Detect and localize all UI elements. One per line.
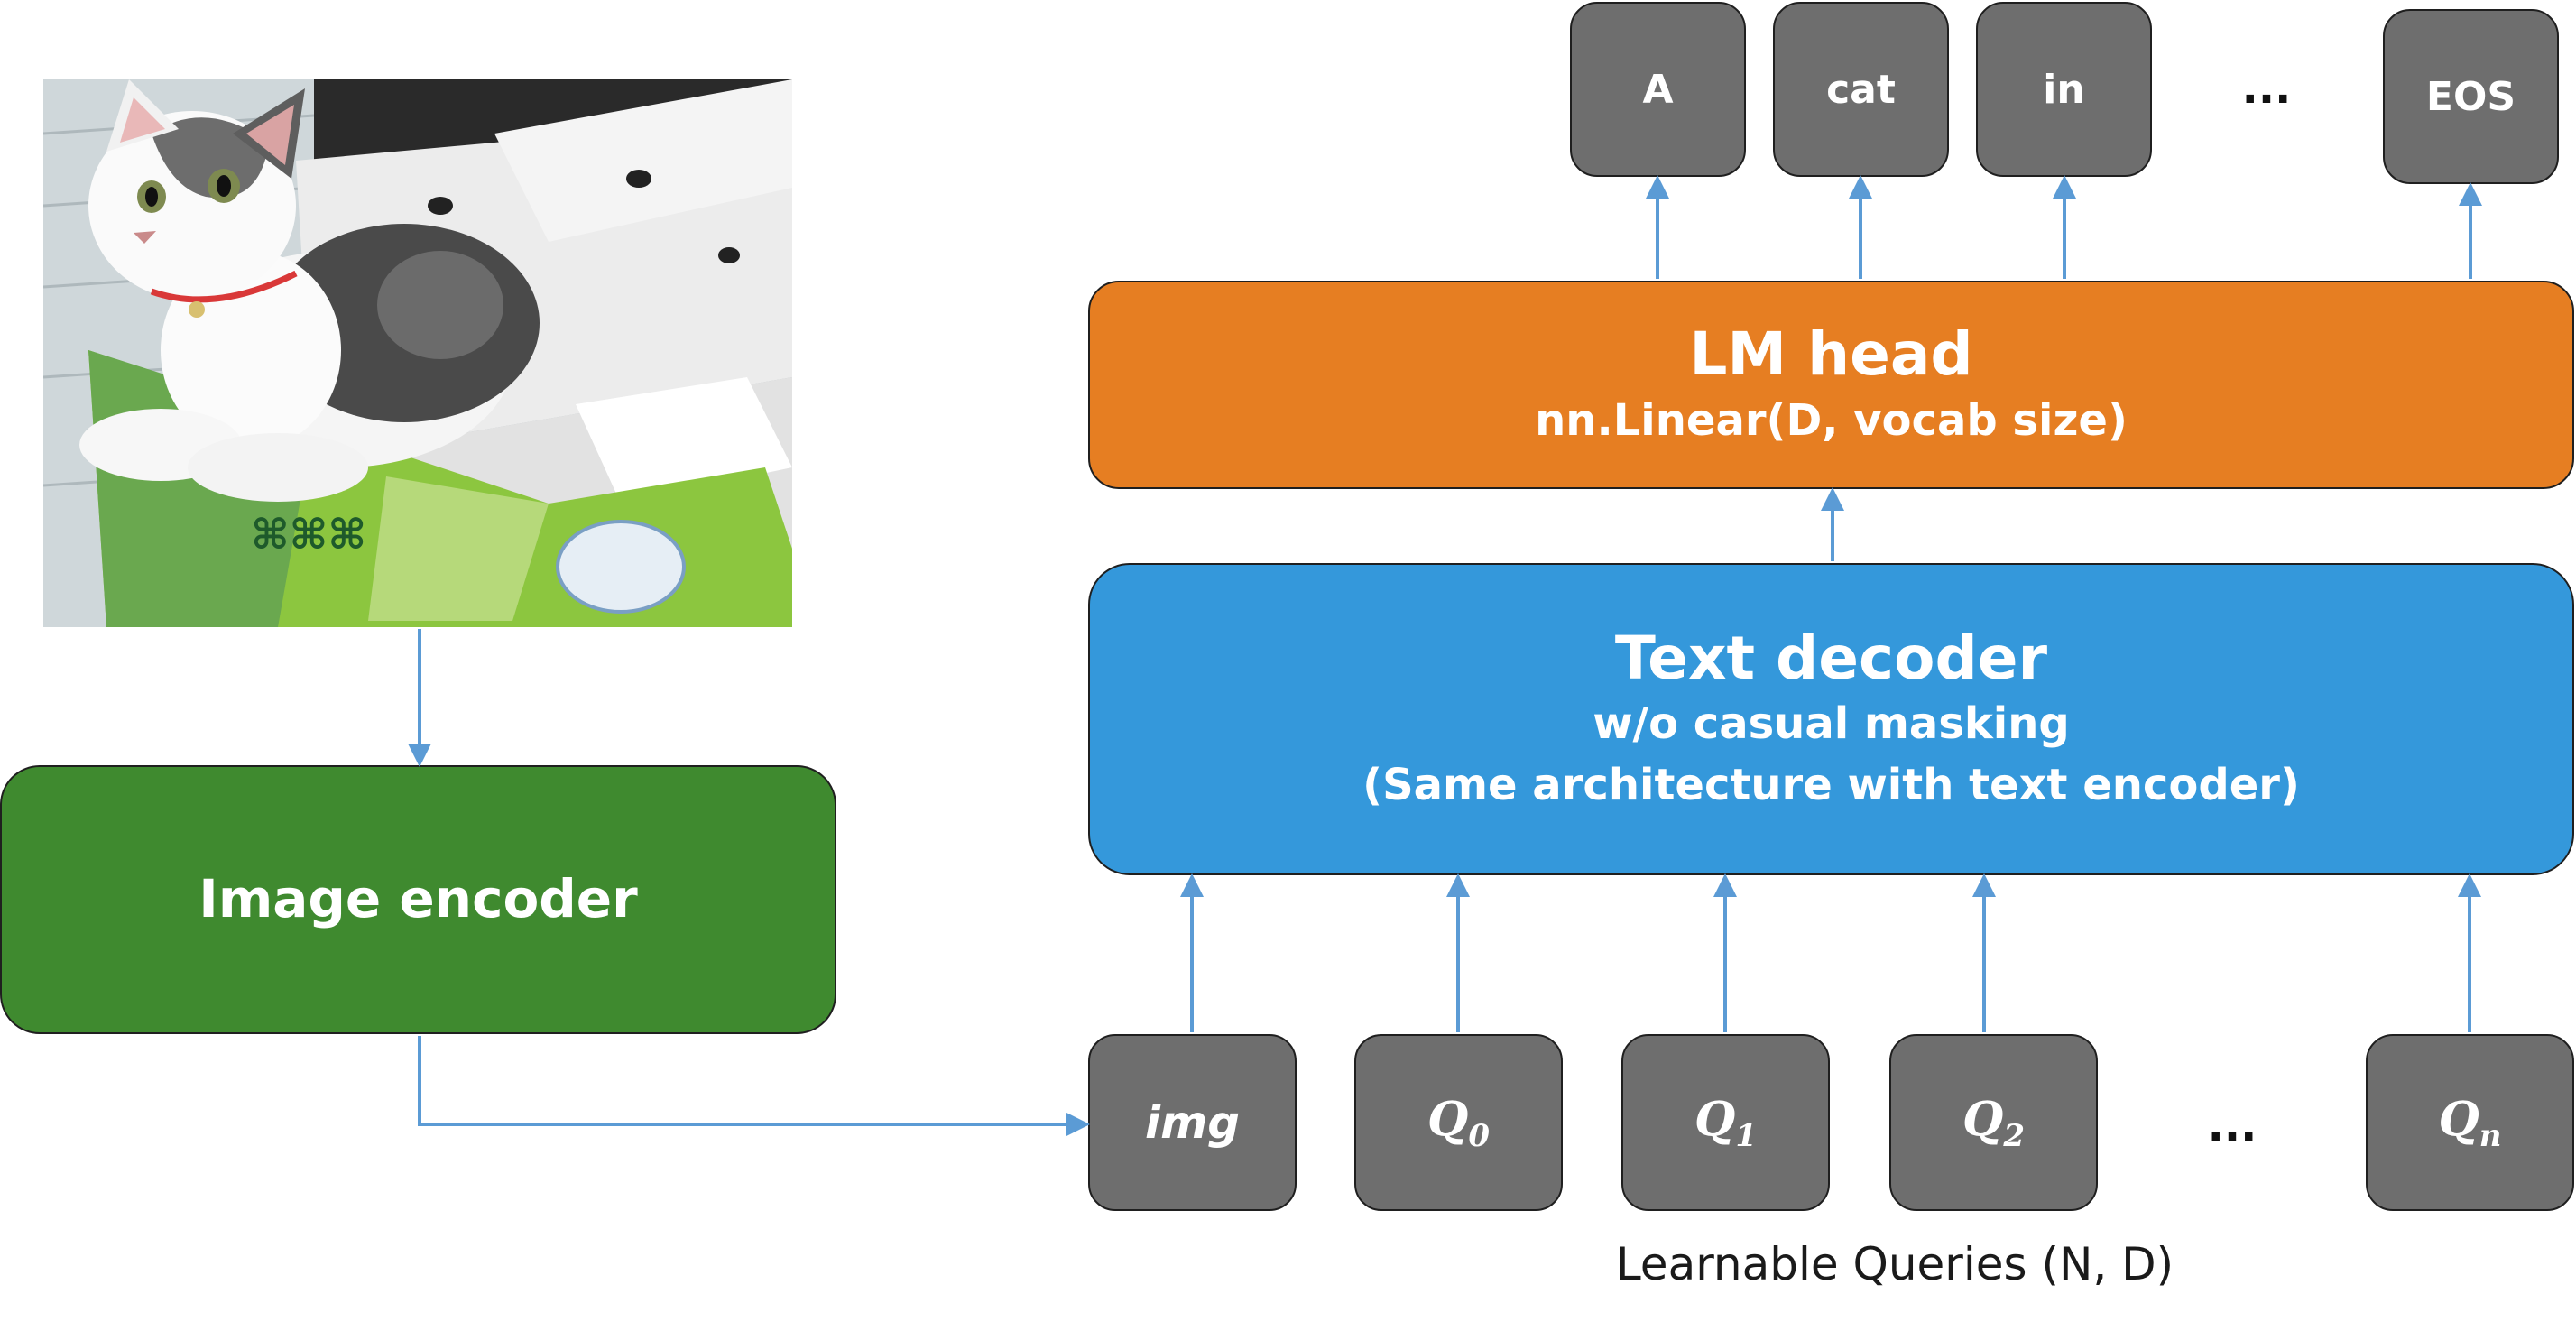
lm-head-box: LM head nn.Linear(D, vocab size) bbox=[1088, 281, 2574, 489]
input-token-q2: Q2 bbox=[1889, 1034, 2098, 1211]
output-token-eos: EOS bbox=[2383, 9, 2559, 184]
text-decoder-box: Text decoder w/o casual masking (Same ar… bbox=[1088, 563, 2574, 875]
svg-text:⌘⌘⌘: ⌘⌘⌘ bbox=[251, 510, 366, 559]
output-token-cat: cat bbox=[1773, 2, 1949, 177]
input-token-q1-label: Q1 bbox=[1694, 1091, 1757, 1154]
learnable-queries-caption: Learnable Queries (N, D) bbox=[1615, 1238, 2174, 1290]
text-decoder-title: Text decoder bbox=[1614, 624, 2048, 694]
text-decoder-architecture-note: (Same architecture with text encoder) bbox=[1362, 759, 2300, 810]
cat-in-box-photo: ⌘⌘⌘ bbox=[43, 79, 792, 627]
output-token-eos-label: EOS bbox=[2425, 73, 2516, 120]
output-token-in-label: in bbox=[2043, 66, 2085, 113]
arrow-encoder-to-img-token bbox=[418, 1036, 1090, 1136]
input-token-qn: Qn bbox=[2366, 1034, 2574, 1211]
input-token-q1: Q1 bbox=[1621, 1034, 1830, 1211]
input-tokens-ellipsis: ... bbox=[2207, 1101, 2257, 1151]
text-decoder-masking-note: w/o casual masking bbox=[1593, 698, 2070, 750]
output-token-cat-label: cat bbox=[1826, 66, 1896, 113]
input-token-q2-label: Q2 bbox=[1962, 1091, 2025, 1154]
input-token-img: img bbox=[1088, 1034, 1297, 1211]
input-token-q0-label: Q0 bbox=[1427, 1091, 1490, 1154]
input-token-qn-label: Qn bbox=[2438, 1091, 2502, 1154]
input-token-q0: Q0 bbox=[1354, 1034, 1563, 1211]
image-encoder-label: Image encoder bbox=[199, 868, 638, 930]
image-encoder-box: Image encoder bbox=[0, 765, 836, 1034]
lm-head-title: LM head bbox=[1689, 319, 1973, 390]
output-tokens-ellipsis: ... bbox=[2241, 63, 2292, 114]
output-token-a-label: A bbox=[1642, 66, 1674, 113]
lm-head-subtitle: nn.Linear(D, vocab size) bbox=[1535, 394, 2128, 446]
input-token-img-label: img bbox=[1144, 1096, 1241, 1149]
